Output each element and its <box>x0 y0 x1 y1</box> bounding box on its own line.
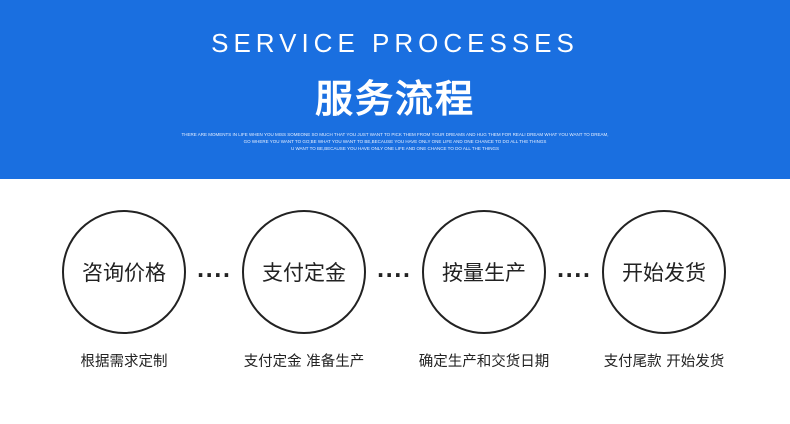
step-circle-deposit: 支付定金 <box>242 210 366 334</box>
step-circle-consult: 咨询价格 <box>62 210 186 334</box>
step-caption: 支付定金 准备生产 <box>243 354 365 370</box>
step-circle-production: 按量生产 <box>422 210 546 334</box>
step-caption: 支付尾款 开始发货 <box>603 354 725 370</box>
step-caption: 根据需求定制 <box>80 354 168 370</box>
step-label: 按量生产 <box>442 261 526 285</box>
step-separator: .... <box>376 258 412 282</box>
step-label: 咨询价格 <box>82 261 166 285</box>
step-label: 支付定金 <box>262 261 346 285</box>
header-banner: SERVICE PROCESSES 服务流程 THERE ARE MOMENTS… <box>0 0 790 179</box>
english-title: SERVICE PROCESSES <box>211 28 579 58</box>
fine-print-line: GO WHERE YOU WANT TO GO;BE WHAT YOU WANT… <box>243 139 547 144</box>
fine-print-line: U WANT TO BE,BECAUSE YOU HAVE ONLY ONE L… <box>290 146 500 151</box>
step-circle-shipping: 开始发货 <box>602 210 726 334</box>
fine-print-line: THERE ARE MOMENTS IN LIFE WHEN YOU MISS … <box>181 132 609 137</box>
step-label: 开始发货 <box>622 261 706 285</box>
step-caption: 确定生产和交货日期 <box>418 354 550 370</box>
step-separator: .... <box>196 258 232 282</box>
step-separator: .... <box>556 258 592 282</box>
chinese-title: 服务流程 <box>314 77 475 121</box>
